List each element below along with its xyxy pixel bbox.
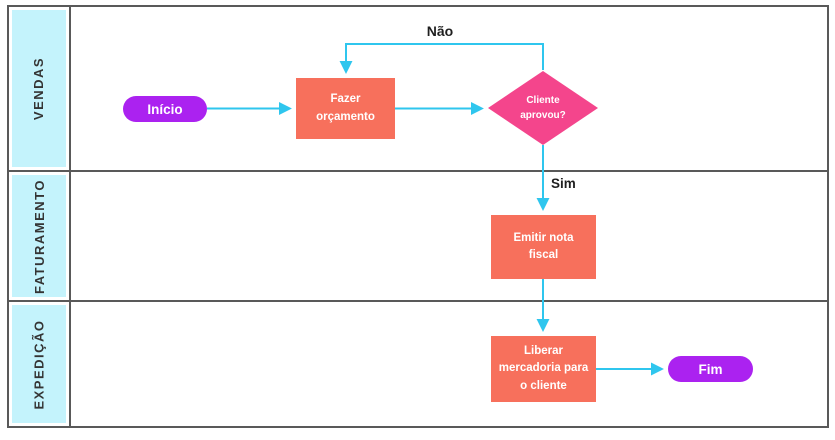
lane-header-expedicao: EXPEDIÇÃO — [9, 302, 71, 426]
lane-header-fill: EXPEDIÇÃO — [12, 305, 66, 423]
process-label: Liberar mercadoria para o cliente — [498, 345, 589, 392]
decision-label: Cliente aprovou? — [520, 95, 566, 121]
lane-faturamento: FATURAMENTO — [9, 170, 827, 300]
lane-header-fill: VENDAS — [12, 10, 66, 167]
lane-header-faturamento: FATURAMENTO — [9, 172, 71, 300]
lane-label-vendas: VENDAS — [31, 56, 47, 121]
process-label: Fazer orçamento — [316, 93, 375, 123]
lane-header-fill: FATURAMENTO — [12, 175, 66, 297]
process-label: Emitir nota fiscal — [513, 231, 574, 261]
process-fazer-orcamento[interactable]: Fazer orçamento — [296, 78, 395, 139]
lane-body-faturamento — [71, 172, 827, 300]
edge-label-sim: Sim — [551, 176, 576, 191]
process-liberar-mercadoria[interactable]: Liberar mercadoria para o cliente — [491, 336, 596, 402]
diagram-frame: VENDAS FATURAMENTO EXPEDIÇÃO — [7, 5, 829, 428]
end-node-label: Fim — [698, 361, 723, 377]
edge-label-nao: Não — [426, 23, 454, 39]
process-emitir-nota-fiscal[interactable]: Emitir nota fiscal — [491, 215, 596, 279]
end-node[interactable]: Fim — [668, 356, 753, 382]
start-node[interactable]: Início — [123, 96, 207, 122]
lane-label-expedicao: EXPEDIÇÃO — [31, 318, 47, 410]
lane-expedicao: EXPEDIÇÃO — [9, 300, 827, 426]
lane-label-faturamento: FATURAMENTO — [31, 178, 47, 294]
lane-header-vendas: VENDAS — [9, 7, 71, 170]
lane-vendas: VENDAS — [9, 7, 827, 170]
start-node-label: Início — [147, 101, 183, 117]
